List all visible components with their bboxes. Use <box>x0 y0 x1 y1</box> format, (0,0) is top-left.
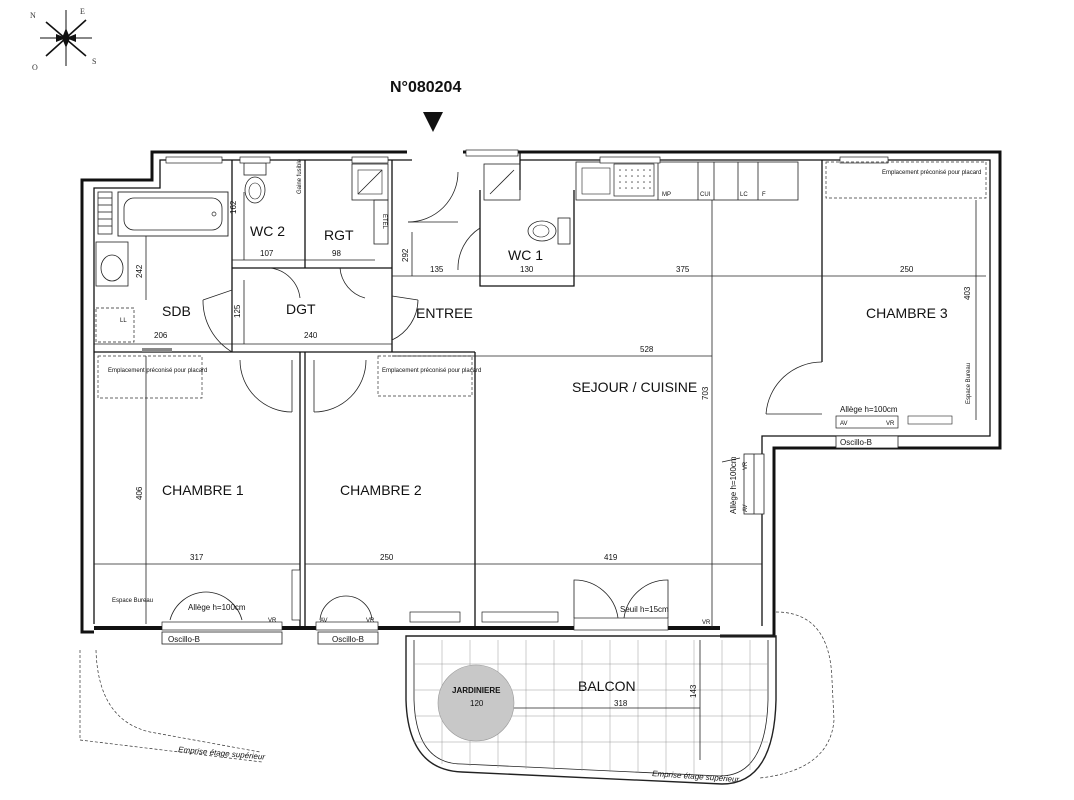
compass-rose-icon: N E S O <box>30 7 96 72</box>
dim-sejour-width: 528 <box>640 345 654 354</box>
room-chambre2-label: CHAMBRE 2 <box>340 482 422 498</box>
compass-n: N <box>30 11 36 20</box>
placard-chambre3-label: Emplacement préconisé pour placard <box>882 170 981 176</box>
room-rgt-label: RGT <box>324 227 354 243</box>
room-chambre1-label: CHAMBRE 1 <box>162 482 244 498</box>
oscillo-chambre1-label: Oscillo-B <box>168 635 200 644</box>
entrance-arrow-icon <box>423 112 443 132</box>
dim-ch2-width: 250 <box>380 553 394 562</box>
dim-balcon-width: 318 <box>614 699 628 708</box>
room-dgt-label: DGT <box>286 301 316 317</box>
placard-chambre2 <box>377 355 473 397</box>
jardiniere-label: JARDINIERE <box>452 686 501 695</box>
cui-label: CUI <box>700 192 711 198</box>
cooktop-icon <box>619 169 651 189</box>
room-sdb-label: SDB <box>162 303 191 319</box>
dim-dgt-width: 240 <box>304 331 318 340</box>
room-balcon-label: BALCON <box>578 678 636 694</box>
room-wc1-label: WC 1 <box>508 247 543 263</box>
door-swings <box>202 171 823 415</box>
dim-jardiniere-width: 120 <box>470 699 484 708</box>
dim-entree-height: 292 <box>401 248 410 262</box>
dim-sejour-height: 703 <box>701 386 710 400</box>
oscillo-chambre2-label: Oscillo-B <box>332 635 364 644</box>
washbasin-icon <box>95 241 129 287</box>
dim-sdb-height: 242 <box>135 264 144 278</box>
compass-s: S <box>92 57 96 66</box>
bathtub-icon <box>117 191 229 237</box>
mp-label: MP <box>662 192 671 198</box>
oscillo-chambre3-label: Oscillo-B <box>840 438 872 447</box>
room-chambre3-label: CHAMBRE 3 <box>866 305 948 321</box>
dim-ch1-height: 406 <box>135 486 144 500</box>
emprise-right-outline <box>759 611 835 779</box>
placard-chambre2-text: Emplacement préconisé pour placard <box>382 368 481 374</box>
dim-ch3-height: 403 <box>963 286 972 300</box>
toilet-wc1-icon <box>527 217 571 245</box>
placard-chambre1-text: Emplacement préconisé pour placard <box>108 368 207 374</box>
vr-sejour: VR <box>702 620 711 626</box>
emprise-left-outline <box>79 650 263 763</box>
espace-bureau-ch3: Espace Bureau <box>966 363 972 404</box>
compass-o: O <box>32 63 38 72</box>
water-heater-icon <box>351 163 389 201</box>
dim-sdb-width: 206 <box>154 331 168 340</box>
vr-chambre3: VR <box>886 421 895 427</box>
sejour-side-window <box>721 453 765 515</box>
av-chambre2: AV <box>320 618 328 624</box>
dim-wc1-width: 130 <box>520 265 534 274</box>
emprise-left-outline-inner <box>95 649 261 753</box>
dim-ch3-width: 250 <box>900 265 914 274</box>
etel-label: ETEL <box>381 214 387 230</box>
allege-chambre1-label: Allège h=100cm <box>188 603 246 612</box>
towel-heater-icon <box>97 191 113 235</box>
dim-wc2-width: 107 <box>260 249 274 258</box>
placard-chambre3 <box>825 161 987 199</box>
dim-sejour-bottom-width: 419 <box>604 553 618 562</box>
ll-label: LL <box>120 318 127 324</box>
vr-chambre2: VR <box>366 618 375 624</box>
lot-number-title: N°080204 <box>390 79 461 96</box>
f-label: F <box>762 192 766 198</box>
dim-rgt-width: 98 <box>332 249 341 258</box>
dim-entree-width: 135 <box>430 265 444 274</box>
placard-chambre3-text: Emplacement préconisé pour placard <box>882 170 981 176</box>
outer-walls <box>80 150 1002 638</box>
washing-machine-space-icon: LL <box>95 307 135 343</box>
vr-side: VR <box>743 461 749 470</box>
chambre3-window <box>835 415 953 449</box>
dim-wc2-height: 162 <box>229 200 238 214</box>
top-windows <box>165 149 889 164</box>
seuil-label: Seuil h=15cm <box>620 605 669 614</box>
espace-bureau-ch1: Espace Bureau <box>112 598 153 604</box>
dim-kitchen-width: 375 <box>676 265 690 274</box>
room-sejour-label: SEJOUR / CUISINE <box>572 379 697 395</box>
placard-chambre1 <box>97 355 203 399</box>
av-chambre3: AV <box>840 421 848 427</box>
toilet-wc2-icon <box>243 162 267 204</box>
room-entree-label: ENTREE <box>416 305 473 321</box>
dim-dgt-height: 125 <box>233 304 242 318</box>
jardiniere-planter <box>437 664 515 742</box>
dim-balcon-height: 143 <box>689 684 698 698</box>
lc-label: LC <box>740 192 748 198</box>
emprise-left-label: Emprise étage supérieur <box>178 745 266 762</box>
allege-side-label: Allège h=100cm <box>729 456 738 514</box>
av-side: AV <box>743 504 749 512</box>
vr-chambre1: VR <box>268 618 277 624</box>
etel-panel: ETEL <box>373 199 389 245</box>
dimension-lines <box>94 192 986 628</box>
gaine-fusible-label: Gaine fusible <box>297 158 303 194</box>
dim-ch1-width: 317 <box>190 553 204 562</box>
kitchen-counter: MP CUI LC F <box>575 161 799 201</box>
compass-e: E <box>80 7 85 16</box>
room-wc2-label: WC 2 <box>250 223 285 239</box>
bottom-windows <box>161 569 669 645</box>
allege-chambre3-label: Allège h=100cm <box>840 405 898 414</box>
sdb-radiator-icon <box>142 348 172 352</box>
wc1-water-heater-icon <box>483 163 521 201</box>
